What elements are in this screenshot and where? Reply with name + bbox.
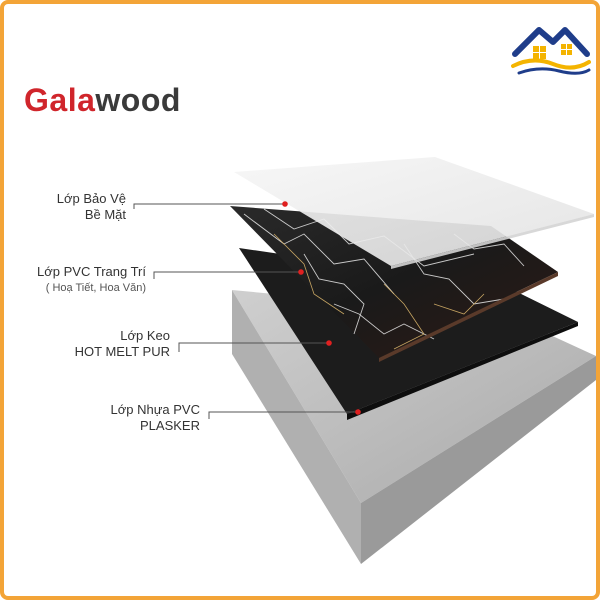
label-protective-layer: Lớp Bảo Vệ Bề Mặt (57, 191, 126, 223)
marker-dot-3 (326, 340, 332, 346)
leader-line-2 (153, 271, 301, 279)
galawood-logo-text: Galawood (24, 84, 181, 116)
label-decor-sub: ( Hoạ Tiết, Hoa Văn) (45, 282, 146, 294)
label-adhesive-line1: Lớp Keo (120, 328, 170, 343)
leader-line-3 (178, 342, 329, 352)
label-decor-layer: Lớp PVC Trang Trí ( Hoạ Tiết, Hoa Văn) (37, 264, 146, 296)
label-adhesive-line2: HOT MELT PUR (74, 344, 170, 359)
protective-clear-layer (234, 157, 594, 269)
label-decor-line1: Lớp PVC Trang Trí (37, 264, 146, 279)
label-core-line2: PLASKER (140, 418, 200, 433)
marker-dot-2 (298, 269, 304, 275)
label-core-layer: Lớp Nhựa PVC PLASKER (111, 402, 201, 434)
house-roof-wave-icon (511, 27, 591, 75)
marker-dot-1 (282, 201, 288, 207)
label-protective-line2: Bề Mặt (84, 207, 126, 222)
label-adhesive-layer: Lớp Keo HOT MELT PUR (75, 328, 170, 360)
leader-line-4 (208, 411, 358, 419)
leader-line-1 (133, 203, 285, 209)
brand-name-part2: wood (95, 82, 181, 118)
label-core-line1: Lớp Nhựa PVC (110, 402, 201, 417)
marker-dot-4 (355, 409, 361, 415)
label-protective-line1: Lớp Bảo Vệ (56, 191, 126, 206)
layer-diagram (133, 157, 596, 564)
brand-name-part1: Gala (24, 82, 96, 118)
